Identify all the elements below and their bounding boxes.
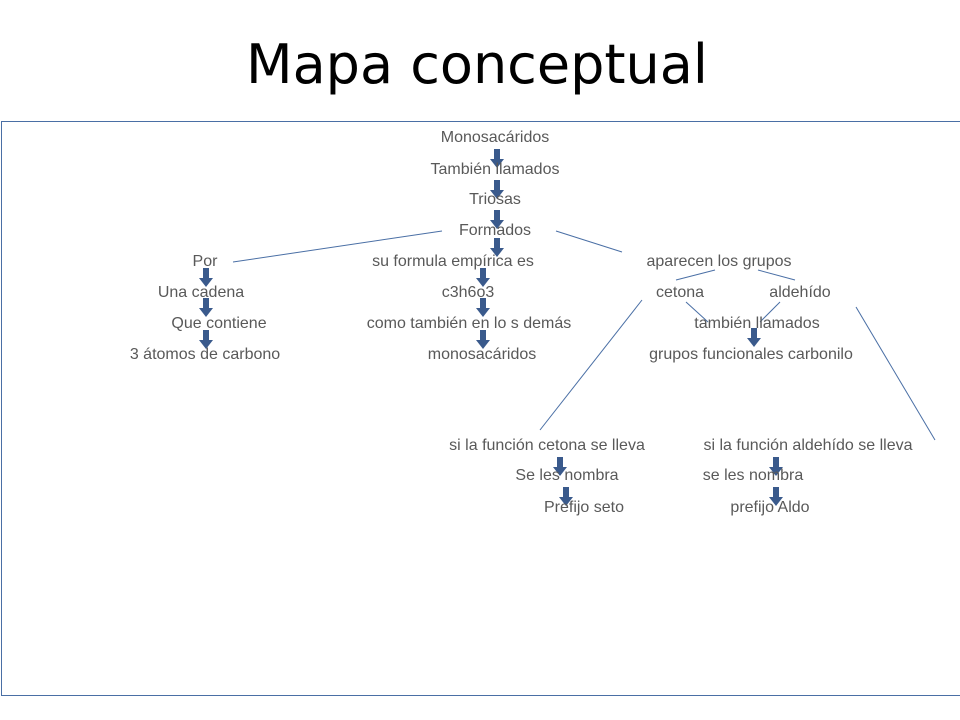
- node-si-cetona: si la función cetona se lleva: [449, 437, 645, 454]
- connector-cetona-si-cetona: [539, 299, 643, 431]
- node-monosacaridos: Monosacáridos: [440, 129, 550, 146]
- node-triosas: Triosas: [469, 191, 521, 208]
- connector-cetona-tambien: [685, 301, 709, 323]
- node-monosacaridos-2: monosacáridos: [427, 346, 537, 363]
- node-formula-empirica: su formula empírica es: [372, 253, 534, 270]
- connector-aparecen-aldehido: [757, 269, 796, 281]
- connector-formados-aparecen: [555, 230, 623, 253]
- node-grupos-funcionales: grupos funcionales carbonilo: [649, 346, 853, 363]
- node-cetona: cetona: [655, 284, 705, 301]
- connector-aldehido-tambien: [759, 301, 781, 323]
- node-prefijo-seto: Prefijo seto: [543, 499, 625, 516]
- node-como-tambien: como también en lo s demás: [366, 315, 572, 332]
- node-c3h6o3: c3h6o3: [441, 284, 495, 301]
- node-aparecen-grupos: aparecen los grupos: [646, 253, 792, 270]
- node-una-cadena: Una cadena: [157, 284, 245, 301]
- node-tambien-llamados: También llamados: [430, 161, 560, 178]
- page-title: Mapa conceptual: [246, 33, 708, 96]
- diagram-frame: [1, 121, 960, 696]
- connector-formados-por: [232, 230, 443, 263]
- node-que-contiene: Que contiene: [171, 315, 267, 332]
- node-se-les-nombra-1: Se les nombra: [515, 467, 619, 484]
- node-prefijo-aldo: prefijo Aldo: [730, 499, 810, 516]
- node-se-les-nombra-2: se les nombra: [702, 467, 804, 484]
- connector-aldehido-si-aldehido: [855, 306, 936, 441]
- node-aldehido: aldehído: [769, 284, 831, 301]
- connector-aparecen-cetona: [675, 269, 716, 281]
- node-formados: Formados: [458, 222, 532, 239]
- node-tambien-llamados-2: también llamados: [694, 315, 820, 332]
- node-tres-atomos: 3 átomos de carbono: [129, 346, 281, 363]
- node-si-aldehido: si la función aldehído se lleva: [703, 437, 913, 454]
- node-por: Por: [192, 253, 218, 270]
